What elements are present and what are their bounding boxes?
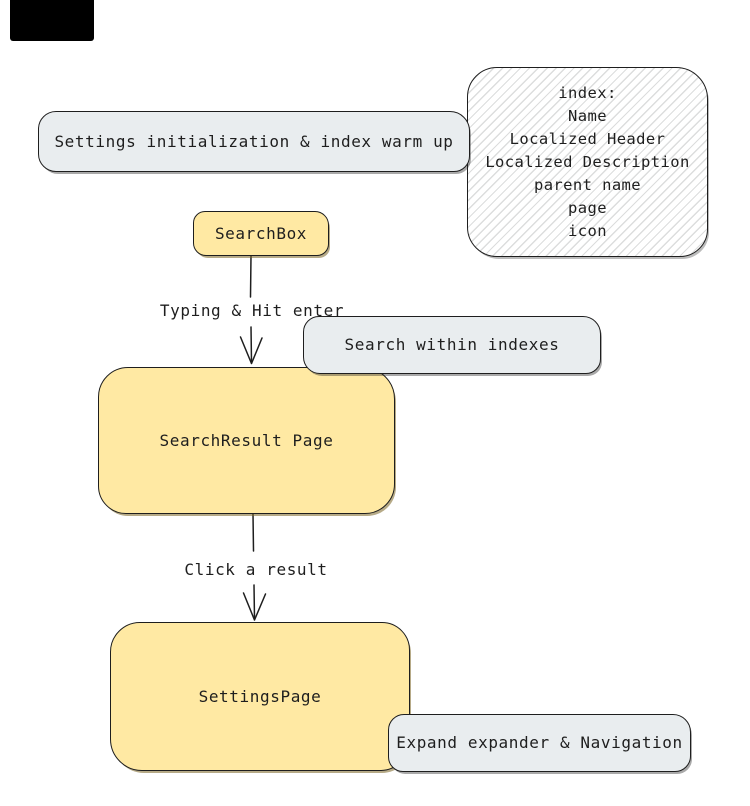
edge-label-click-a-result: Click a result bbox=[184, 560, 328, 579]
index-note-line: Localized Description bbox=[485, 152, 690, 171]
node-settings-initialization: Settings initialization & index warm up bbox=[38, 111, 470, 172]
arrow-typing-shaft bbox=[250, 326, 253, 363]
node-settingspage: SettingsPage bbox=[110, 622, 410, 771]
connector-line-searchbox bbox=[249, 255, 252, 298]
index-note-line: index: bbox=[558, 83, 617, 102]
index-note-line: Name bbox=[568, 106, 607, 125]
connector-line-searchresult bbox=[252, 513, 255, 552]
index-note-line: parent name bbox=[533, 175, 642, 194]
node-expand-expander-navigation: Expand expander & Navigation bbox=[388, 714, 691, 772]
node-settings-initialization-label: Settings initialization & index warm up bbox=[54, 131, 454, 151]
index-note-line: Localized Header bbox=[509, 129, 666, 148]
node-index-note: index: Name Localized Header Localized D… bbox=[467, 67, 708, 257]
node-searchresult-page: SearchResult Page bbox=[98, 367, 395, 514]
node-expand-expander-navigation-label: Expand expander & Navigation bbox=[396, 733, 683, 752]
node-settingspage-label: SettingsPage bbox=[198, 686, 322, 706]
edge-label-typing: Typing & Hit enter bbox=[159, 301, 345, 320]
index-note-line: page bbox=[568, 198, 607, 217]
arrow-click-shaft bbox=[253, 584, 256, 620]
black-corner-mark bbox=[10, 0, 94, 41]
node-search-within-indexes-label: Search within indexes bbox=[344, 335, 560, 354]
node-search-within-indexes: Search within indexes bbox=[303, 316, 601, 374]
node-searchresult-page-label: SearchResult Page bbox=[159, 430, 334, 450]
index-note-line: icon bbox=[568, 221, 607, 240]
node-searchbox: SearchBox bbox=[193, 211, 329, 256]
arrow-click-head bbox=[242, 592, 267, 621]
node-searchbox-label: SearchBox bbox=[214, 223, 308, 243]
arrow-typing-head bbox=[239, 336, 263, 365]
